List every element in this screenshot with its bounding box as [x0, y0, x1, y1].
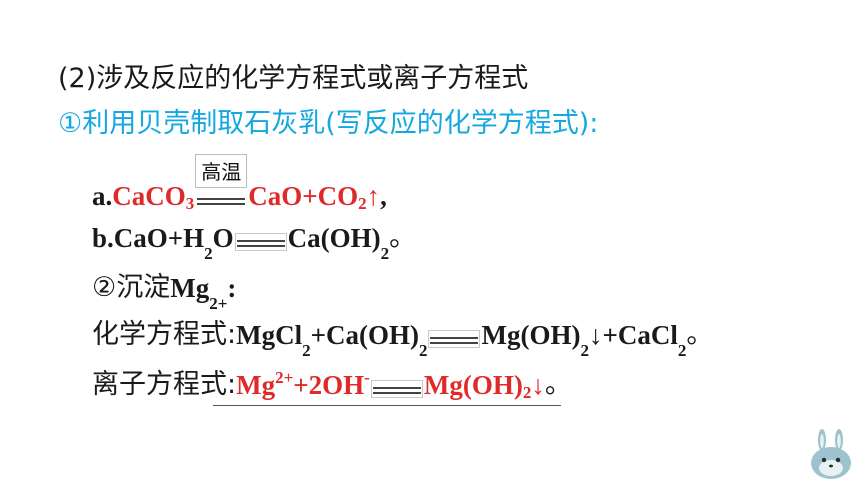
precip-label: ②沉淀 [92, 272, 171, 303]
reaction-sign-high-temp: 高温 [195, 148, 248, 212]
equals-sign [236, 240, 285, 247]
section-heading: (2)涉及反应的化学方程式或离子方程式 [58, 63, 529, 94]
ion-r2: +2OH [293, 370, 365, 400]
eq-a-prefix: a. [92, 181, 113, 211]
eq-a-reactant-main: CaCO [112, 181, 186, 211]
equals-sign [197, 198, 246, 205]
eq-a-reactant-sub: 3 [185, 194, 195, 213]
precip-end: : [227, 273, 237, 303]
precip-ion: Mg [170, 273, 210, 303]
eq-b-end: 。 [389, 222, 417, 253]
ion-r1-sup: 2+ [275, 368, 294, 387]
ion-p1-sub: 2 [522, 383, 532, 402]
eq-a-products: CaO+CO2↑ [248, 181, 380, 212]
sign-frame [370, 380, 423, 398]
ion-products: Mg(OH)2↓ [424, 370, 545, 401]
gas-arrow-icon: ↑ [366, 181, 381, 211]
ionic-equation: 离子方程式: Mg2++2OH- Mg(OH)2↓ 。 [92, 362, 572, 401]
chem-end: 。 [686, 319, 714, 350]
chem-r1: MgCl [236, 320, 303, 350]
chem-eq-label: 化学方程式: [92, 319, 237, 350]
equation-a: a. CaCO3 高温 CaO+CO2↑ , [92, 148, 387, 212]
ion-r2-sup: - [364, 368, 370, 387]
condition-label: 高温 [195, 154, 248, 188]
eq-b-product: Ca(OH) [287, 223, 381, 253]
ion-eq-label: 离子方程式: [92, 369, 237, 400]
sign-frame [428, 330, 481, 348]
sign-frame [234, 233, 287, 251]
ion-p1: Mg(OH) [423, 370, 523, 400]
eq-a-product-sub: 2 [358, 194, 367, 213]
ion-reactants: Mg2++2OH- [236, 368, 370, 401]
precipitate-arrow-icon: ↓ [531, 370, 545, 400]
eq-a-product-main: CaO+CO [248, 181, 359, 211]
eq-b-prefix: b.CaO+H [92, 223, 205, 253]
reaction-sign [370, 371, 423, 401]
ion-r1: Mg [236, 370, 276, 400]
rabbit-mascot-icon [811, 429, 851, 479]
reaction-sign [428, 321, 481, 351]
eq-a-end: , [380, 181, 387, 211]
eq-a-reactant: CaCO3 [112, 181, 194, 212]
reaction-sign [234, 224, 287, 254]
chem-p2: +CaCl [602, 320, 678, 350]
eq-b-o: O [212, 223, 234, 253]
equals-sign [372, 387, 421, 394]
sub-heading: ①利用贝壳制取石灰乳(写反应的化学方程式): [58, 108, 599, 139]
chem-p1: Mg(OH) [481, 320, 581, 350]
chem-r2: +Ca(OH) [310, 320, 419, 350]
ion-end: 。 [544, 369, 572, 400]
answer-underline [213, 405, 561, 406]
precipitate-arrow-icon: ↓ [588, 320, 603, 350]
equals-sign [430, 337, 479, 344]
